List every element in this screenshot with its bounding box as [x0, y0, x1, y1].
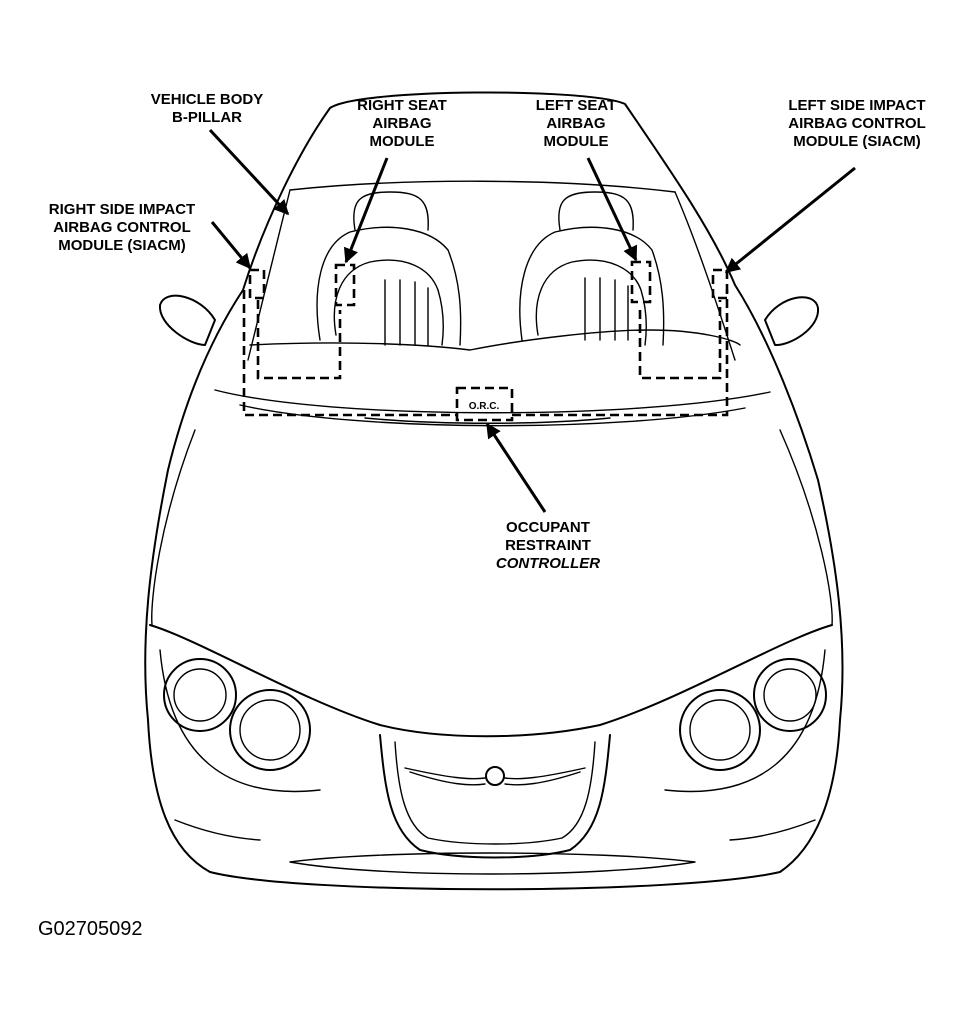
label-line: MODULE (SIACM) — [58, 237, 186, 254]
label-line: AIRBAG CONTROL — [53, 219, 191, 236]
label-line: AIRBAG — [546, 115, 605, 132]
label-left-seat-airbag-module: LEFT SEAT AIRBAG MODULE — [536, 97, 617, 150]
label-line: RIGHT SIDE IMPACT — [49, 201, 195, 218]
left-siacm-module — [711, 268, 729, 300]
left-seat-airbag-arrow — [586, 157, 638, 262]
label-line: MODULE — [370, 133, 435, 150]
label-line: OCCUPANT — [506, 519, 590, 536]
label-line: VEHICLE BODY — [151, 91, 264, 108]
label-line: MODULE (SIACM) — [793, 133, 921, 150]
label-line: LEFT SIDE IMPACT — [788, 97, 925, 114]
right-seat — [316, 191, 462, 346]
label-right-seat-airbag-module: RIGHT SEAT AIRBAG MODULE — [357, 97, 447, 150]
label-line: LEFT SEAT — [536, 97, 617, 114]
label-occupant-restraint-controller: OCCUPANT RESTRAINT CONTROLLER — [496, 519, 600, 572]
figure-id: G02705092 — [38, 918, 143, 940]
orc-label: O.R.C. — [469, 401, 500, 412]
left-seat-airbag-module — [630, 260, 652, 304]
label-right-side-impact-module: RIGHT SIDE IMPACT AIRBAG CONTROL MODULE … — [49, 201, 195, 254]
left-mirror — [158, 294, 216, 346]
label-left-side-impact-module: LEFT SIDE IMPACT AIRBAG CONTROL MODULE (… — [788, 97, 926, 150]
label-line: B-PILLAR — [172, 109, 242, 126]
right-seat-airbag-module — [334, 263, 356, 307]
rear-deck — [249, 329, 741, 351]
front-fascia — [149, 624, 833, 875]
label-line: RIGHT SEAT — [357, 97, 447, 114]
right-seat-airbag-arrow — [343, 157, 389, 264]
right-mirror — [764, 296, 820, 347]
label-line: AIRBAG — [372, 115, 431, 132]
b-pillar-arrow — [208, 128, 290, 216]
label-vehicle-body-b-pillar: VEHICLE BODY B-PILLAR — [151, 91, 264, 126]
orc-arrow — [485, 422, 547, 513]
label-line: MODULE — [544, 133, 609, 150]
left-seat — [519, 191, 665, 346]
right-siacm-arrow — [210, 221, 252, 270]
left-siacm-arrow — [724, 166, 856, 274]
label-line: RESTRAINT — [505, 537, 591, 554]
vehicle-body — [144, 91, 844, 891]
right-siacm-module — [248, 268, 266, 300]
wiring-harness — [242, 290, 729, 417]
label-line: CONTROLLER — [496, 555, 600, 572]
orc-module: O.R.C. — [455, 386, 514, 422]
label-line: AIRBAG CONTROL — [788, 115, 926, 132]
